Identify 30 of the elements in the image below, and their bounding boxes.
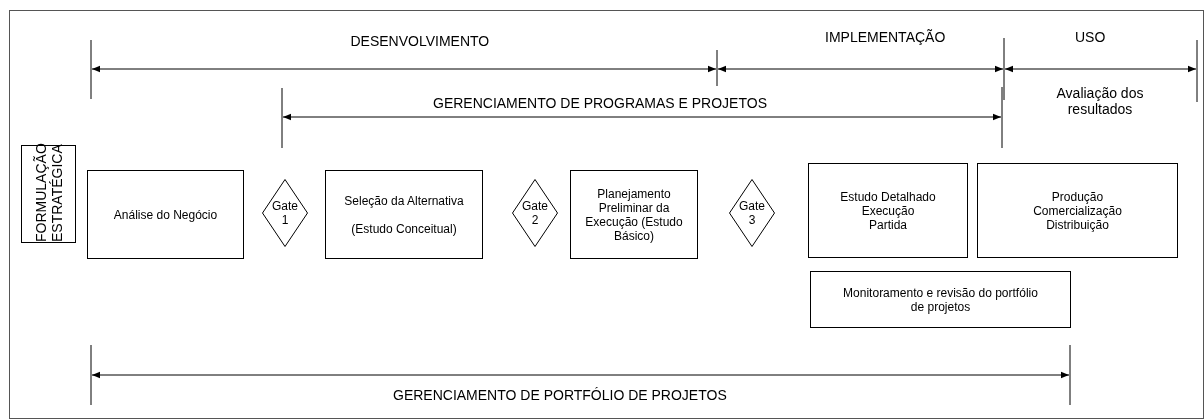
process-box — [977, 163, 1178, 258]
node-text: Partida — [869, 217, 907, 232]
phase-label: GERENCIAMENTO DE PORTFÓLIO DE PROJETOS — [393, 387, 727, 403]
phase-label: DESENVOLVIMENTO — [350, 33, 490, 49]
node-text: Gate 3 — [738, 199, 766, 227]
node-text: Produção — [1051, 189, 1104, 204]
node-text: Monitoramento e revisão do portfólio de projetos — [843, 285, 1038, 314]
phase-note: Avaliação dos resultados — [1055, 85, 1145, 117]
phase-label: IMPLEMENTAÇÃO — [825, 29, 946, 45]
node-text: Planejamento Preliminar da Execução (Estudo Básico) — [584, 186, 684, 243]
process-box — [810, 271, 1071, 328]
node-text: Comercialização — [1033, 203, 1122, 218]
node-text: Estudo Detalhado — [840, 189, 936, 204]
gate-diamond — [262, 179, 308, 247]
node-text: Seleção da Alternativa — [344, 193, 464, 208]
process-box — [87, 170, 244, 259]
gate-diamond — [512, 179, 558, 247]
node-text: Gate 2 — [521, 199, 549, 227]
node-text: Distribuição — [1046, 217, 1109, 232]
node-text: Execução — [861, 203, 915, 218]
phase-label: USO — [1075, 29, 1106, 45]
process-box — [325, 170, 483, 259]
phase-label: GERENCIAMENTO DE PROGRAMAS E PROJETOS — [433, 95, 767, 111]
process-box — [570, 170, 698, 259]
vertical-label-box — [21, 145, 76, 243]
node-text: (Estudo Conceitual) — [350, 221, 458, 236]
node-text: Gate 1 — [271, 199, 299, 227]
process-box — [808, 163, 968, 258]
gate-diamond — [729, 179, 775, 247]
node-text: Análise do Negócio — [113, 207, 218, 222]
